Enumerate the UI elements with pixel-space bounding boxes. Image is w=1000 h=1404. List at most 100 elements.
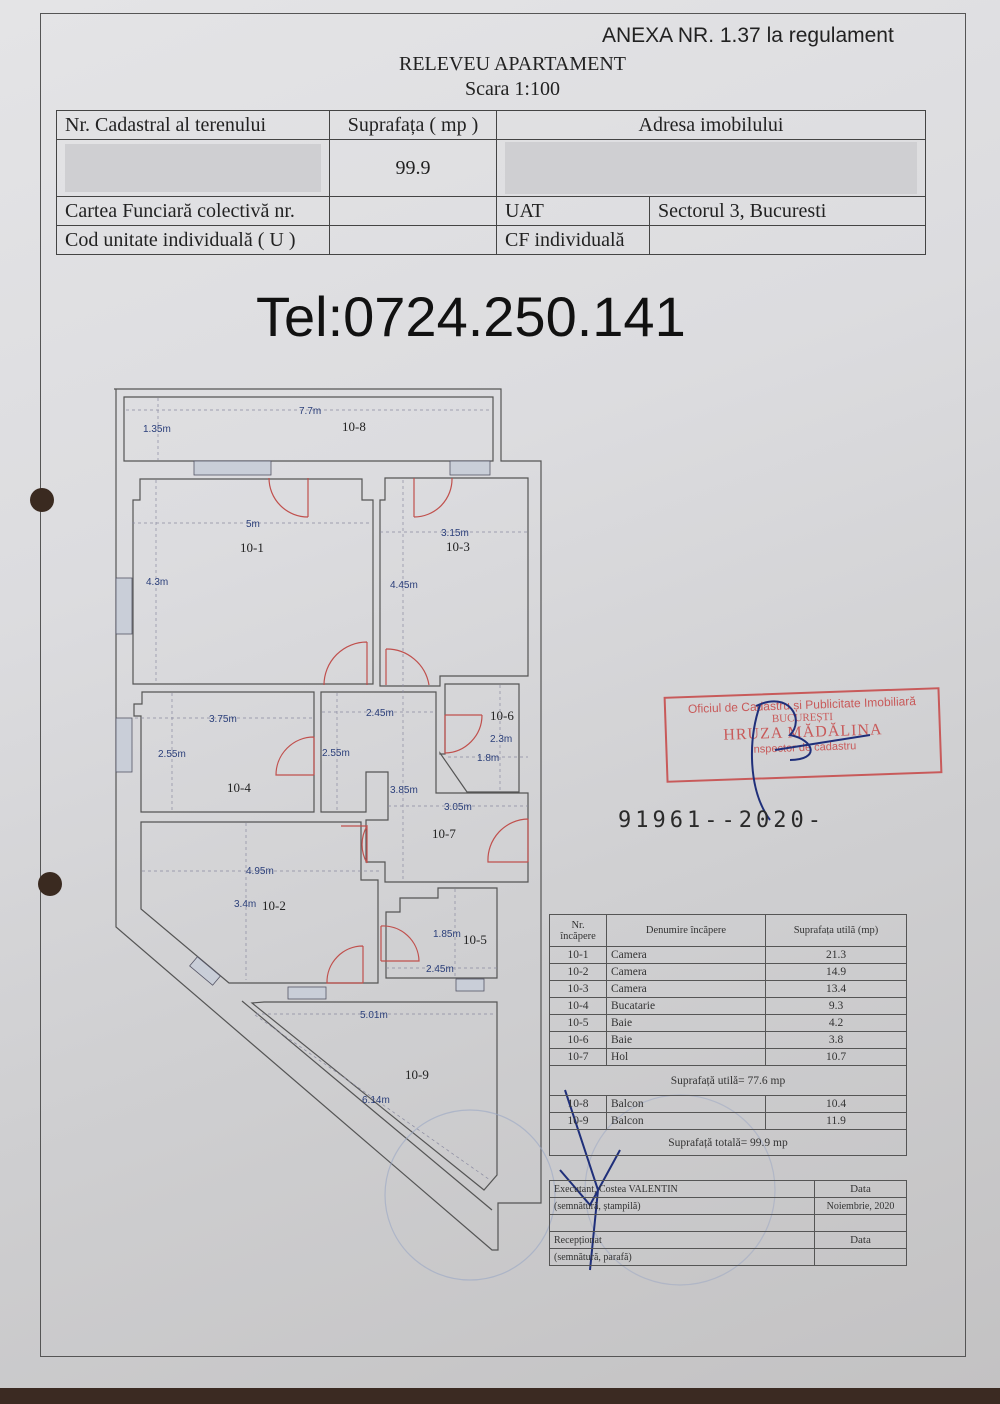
dimension-label: 5m [246,519,260,530]
room-10-1-outline [132,478,374,685]
dimension-label: 3.15m [441,528,469,539]
col-header: Nr. încăpere [549,914,607,947]
dimension-label: 2.55m [322,748,350,759]
dimension-label: 1.35m [143,424,171,435]
window [193,460,272,476]
room-label-10-5: 10-5 [463,932,487,947]
dimension-label: 4.3m [146,577,168,588]
date-label: Data [814,1180,907,1198]
balcony-10-9-outline [250,1001,498,1191]
balcony-rail [241,1000,493,1211]
room-label-10-9: 10-9 [405,1067,429,1082]
scale-label: Scara 1:100 [465,78,560,100]
header-table: Nr. Cadastral al terenului Suprafața ( m… [56,110,926,255]
door-swing [444,714,483,754]
useful-area-total: Suprafață utilă= 77.6 mp [549,1065,907,1096]
receptionat: Recepționat [549,1231,815,1249]
room-label-10-2: 10-2 [262,898,286,913]
door-swing [326,945,364,984]
room-label-10-4: 10-4 [227,780,251,795]
signature-table: Executant, Costea VALENTIN Data (semnătu… [549,1180,907,1266]
executant: Executant, Costea VALENTIN [549,1180,815,1198]
dimension-label: 1.85m [433,929,461,940]
cf-collective-value [329,196,497,226]
address-value [496,139,926,197]
address-label: Adresa imobilului [496,110,926,140]
registration-number: 91961--2020- [618,808,825,833]
room-10-5-outline [385,887,498,979]
uat-label: UAT [496,196,650,226]
room-10-4-outline [133,691,315,813]
door-swing [385,648,430,686]
door-swing [380,925,420,962]
unit-code-value [329,225,497,255]
dimension-label: 3.75m [209,714,237,725]
window [455,978,485,992]
door-swing [275,736,315,776]
dimension-label: 2.45m [426,964,454,975]
room-label-10-8: 10-8 [342,419,366,434]
room-label-10-1: 10-1 [240,540,264,555]
dimension-label: 3.4m [234,899,256,910]
dimension-label: 5.01m [360,1010,388,1021]
door-swing [268,477,309,518]
phone-number: Tel:0724.250.141 [256,285,686,348]
col-header: Suprafața utilă (mp) [765,914,907,947]
room-10-6-outline [439,683,520,793]
executant-sub: (semnătură, ștampilă) [549,1197,815,1215]
dimension-label: 2.55m [158,749,186,760]
total-area: Suprafață totală= 99.9 mp [549,1129,907,1156]
door-swing [487,818,529,863]
cf-individual-value [649,225,926,255]
dimension-label: 2.45m [366,708,394,719]
punch-hole [38,872,62,896]
cadastral-value [56,139,330,197]
rooms-table: Nr. încăpere Denumire încăpere Suprafața… [549,914,907,1156]
balcony-10-8-outline [123,396,494,462]
annex-label: ANEXA NR. 1.37 la regulament [602,24,894,47]
signature-icon [750,700,871,821]
window [449,460,491,476]
unit-code-label: Cod unitate individuală ( U ) [56,225,330,255]
date-value: Noiembrie, 2020 [814,1197,907,1215]
room-label-10-7: 10-7 [432,826,456,841]
door-swing [413,477,453,518]
room-label-10-3: 10-3 [446,539,470,554]
window [287,986,327,1000]
receptionat-sub: (semnătură, parafă) [549,1248,815,1266]
dimension-label: 4.95m [246,866,274,877]
dimension-label: 6.14m [362,1095,390,1106]
room-10-2-outline [140,821,379,984]
area-label: Suprafața ( mp ) [329,110,497,140]
dimension-label: 7.7m [299,406,321,417]
punch-hole [30,488,54,512]
dimension-label: 2.3m [490,734,512,745]
cadastral-label: Nr. Cadastral al terenului [56,110,330,140]
cf-collective-label: Cartea Funciară colectivă nr. [56,196,330,226]
document-title: RELEVEU APARTAMENT [398,53,627,75]
dimension-label: 1.8m [477,753,499,764]
door-swing [341,825,369,864]
page-border [40,13,966,1357]
dimension-label: 3.85m [390,785,418,796]
window [115,577,133,635]
window [189,956,221,986]
date-label-2: Data [814,1231,907,1249]
window [115,717,133,773]
door-swing [323,641,368,686]
col-header: Denumire încăpere [606,914,766,947]
dimension-label: 3.05m [444,802,472,813]
room-10-3-outline [379,477,529,687]
room-label-10-6: 10-6 [490,708,514,723]
